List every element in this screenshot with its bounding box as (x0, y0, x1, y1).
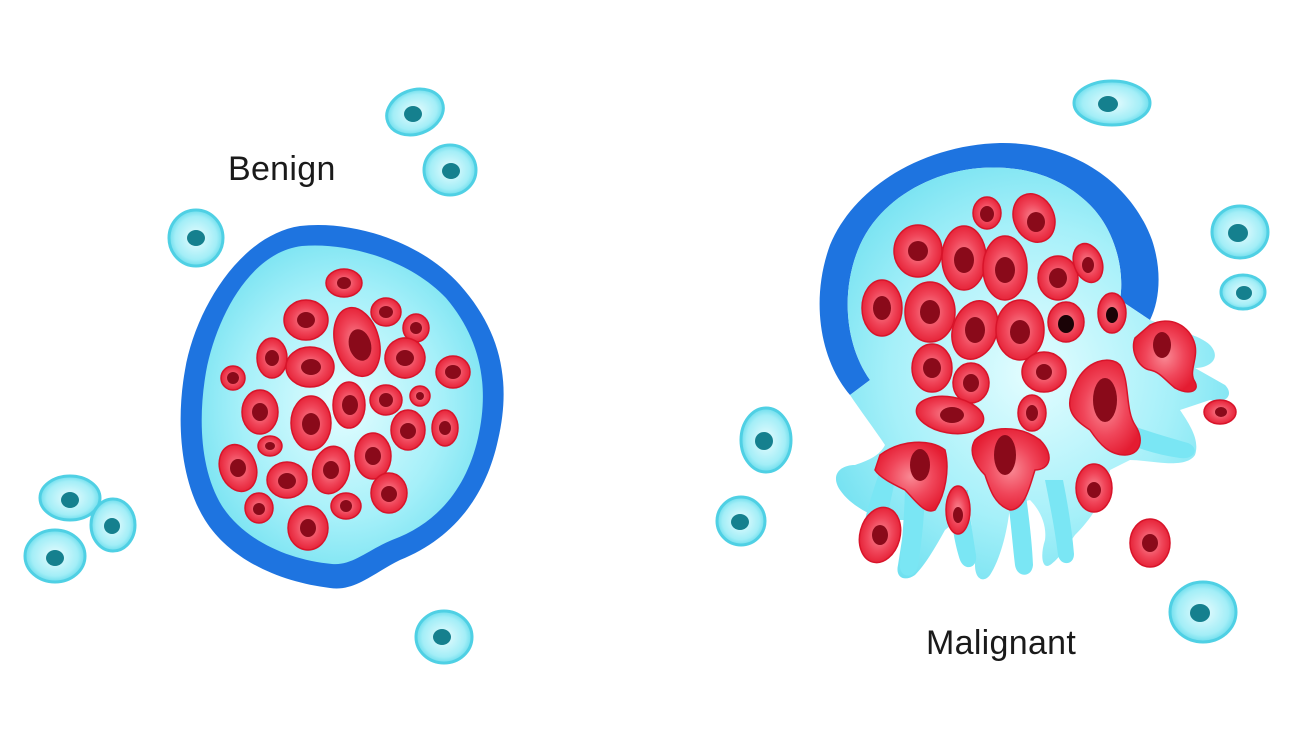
normal-cell (89, 497, 137, 553)
normal-cell (167, 208, 225, 268)
normal-cell (414, 609, 474, 665)
malignant-tumor (819, 142, 1237, 580)
normal-cell (715, 495, 767, 547)
malignant-capsule (819, 142, 1159, 395)
normal-cell (1072, 79, 1152, 127)
normal-cells-malignant-side (715, 79, 1270, 644)
benign-tumor (180, 224, 504, 589)
normal-cell (23, 528, 87, 584)
normal-cell (385, 87, 445, 137)
normal-cells-benign-side (23, 87, 478, 665)
normal-cell (38, 474, 102, 522)
normal-cell (422, 143, 478, 197)
malignant-label: Malignant (926, 624, 1077, 662)
normal-cell (1210, 204, 1270, 260)
normal-cell (1219, 273, 1267, 311)
malignant-tumor-cells (858, 193, 1237, 568)
normal-cell (739, 406, 793, 474)
benign-tumor-cells (218, 268, 471, 551)
normal-cell (1168, 580, 1238, 644)
benign-label: Benign (228, 150, 336, 188)
